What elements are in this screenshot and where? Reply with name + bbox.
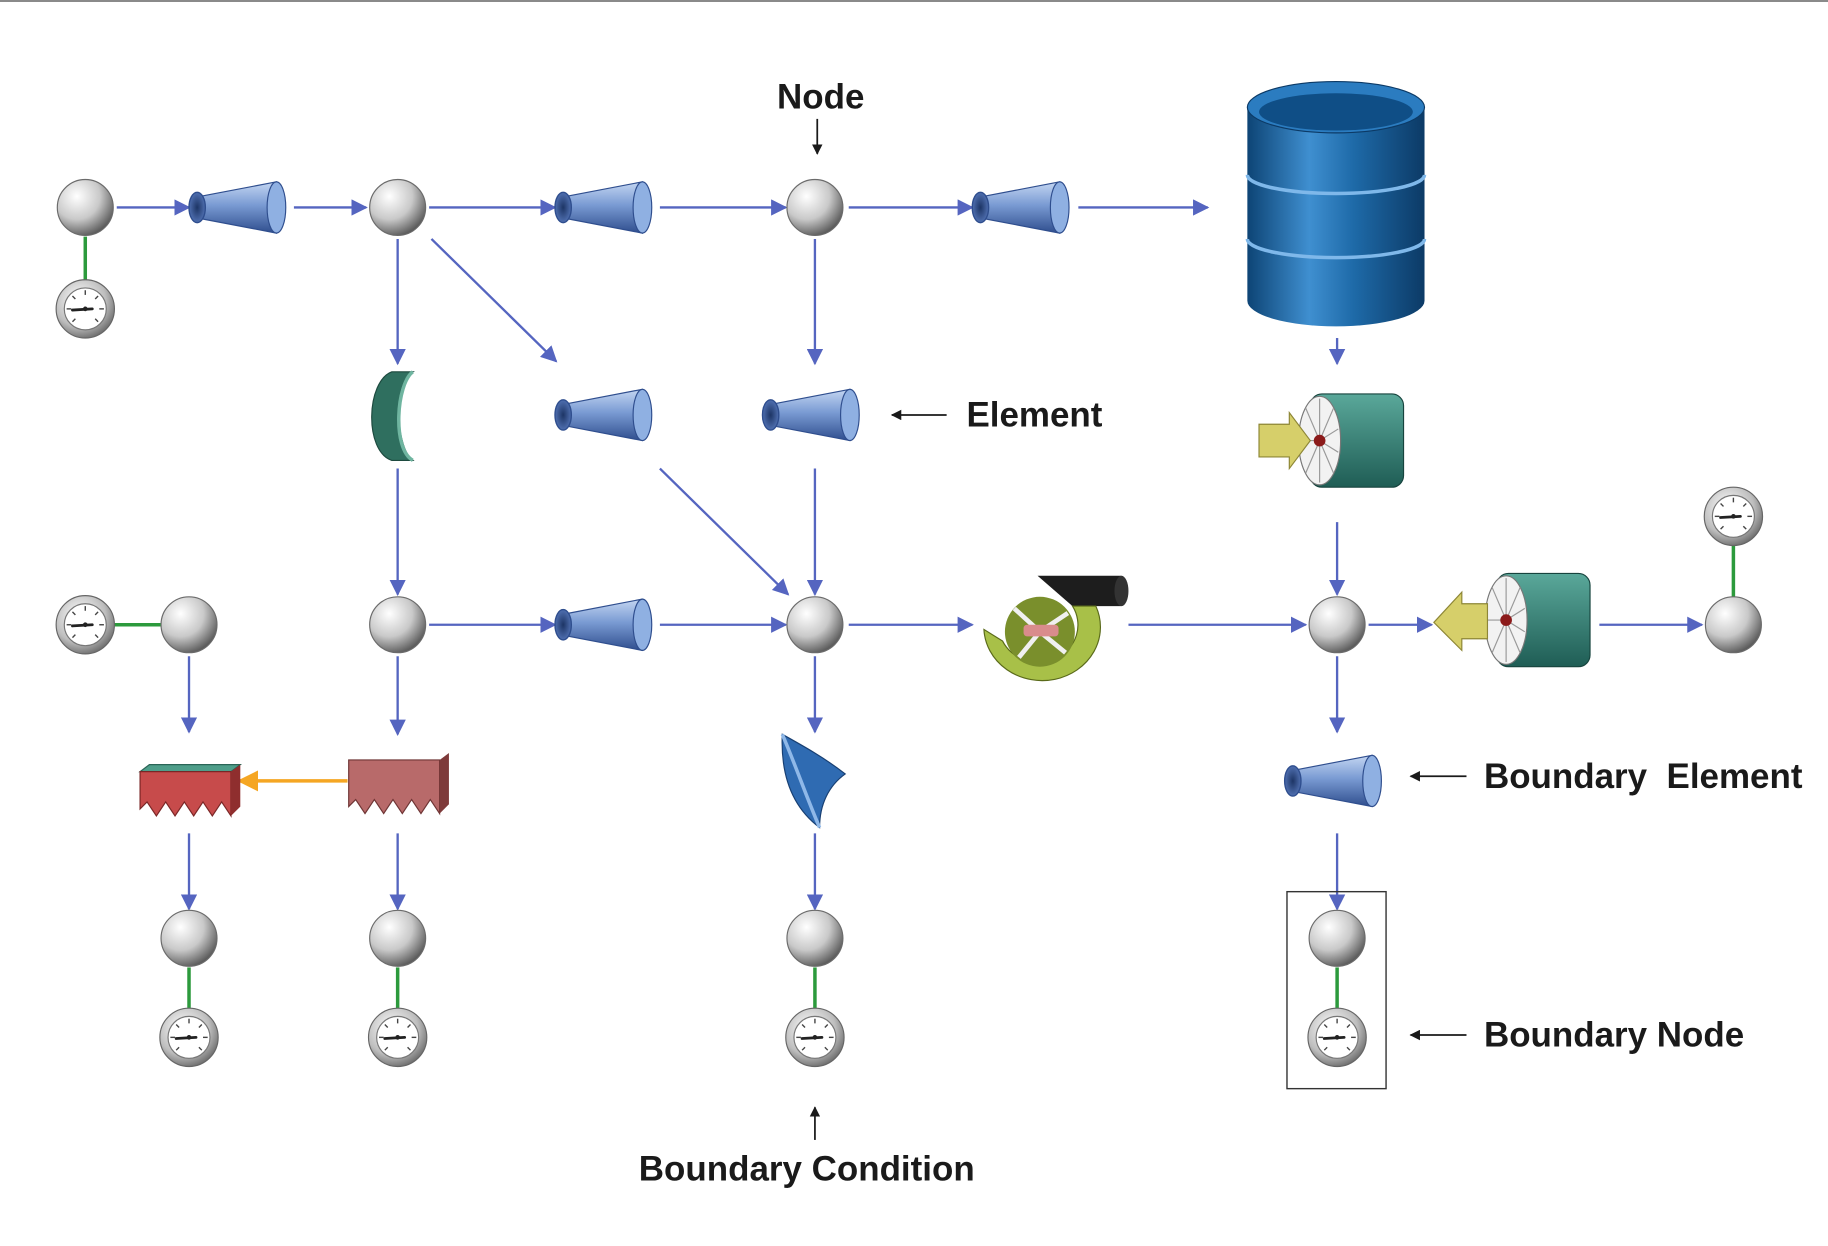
flow-arrow xyxy=(659,467,790,596)
boundary-condition-label: Boundary Condition xyxy=(639,1150,975,1189)
node xyxy=(786,178,844,237)
gauges xyxy=(54,278,1764,1068)
gauge-icon xyxy=(1702,485,1764,547)
pipe-element xyxy=(554,181,653,234)
boundary-node-highlight-box xyxy=(1286,890,1387,1090)
compressor-icon xyxy=(1258,393,1405,488)
pipe-element xyxy=(1283,754,1383,808)
flow-arrows xyxy=(116,199,1704,911)
gauge-icon xyxy=(784,1006,846,1068)
nozzle-element-icon xyxy=(780,733,847,829)
gauge-icon xyxy=(1306,1006,1368,1068)
nodes xyxy=(56,178,1762,967)
pipe-element xyxy=(761,388,860,442)
heat-exchanger-plate-icon xyxy=(138,764,243,818)
boundary-links xyxy=(83,236,1736,1009)
pump-icon xyxy=(983,575,1129,682)
flow-arrow xyxy=(430,238,558,363)
heat-exchanger-fin-icon xyxy=(348,752,449,816)
pipe-element xyxy=(554,598,653,652)
gauge-icon xyxy=(367,1006,429,1068)
node xyxy=(786,596,844,654)
boundary-node-label: Boundary Node xyxy=(1484,1016,1744,1055)
gauge-icon xyxy=(158,1006,220,1068)
pipe-element xyxy=(554,388,653,442)
node xyxy=(1308,909,1366,967)
tank-icon xyxy=(1245,81,1427,327)
pipe-element xyxy=(188,181,287,234)
turbine-icon xyxy=(1433,572,1591,668)
node xyxy=(1704,596,1762,654)
node xyxy=(160,596,218,654)
label-pointers xyxy=(809,118,1467,1140)
node xyxy=(786,909,844,967)
bend-element-icon xyxy=(371,370,416,462)
node xyxy=(1308,596,1366,654)
node-label: Node xyxy=(777,77,864,116)
node xyxy=(56,178,114,237)
gauge-icon xyxy=(54,278,116,340)
node xyxy=(369,596,427,654)
element-label: Element xyxy=(966,396,1102,435)
node xyxy=(369,178,427,237)
boundary-element-label: Boundary Element xyxy=(1484,757,1803,796)
gauge-icon xyxy=(54,594,116,656)
node xyxy=(369,909,427,967)
node xyxy=(160,909,218,967)
pipe-elements xyxy=(188,181,1383,808)
pipe-element xyxy=(971,181,1070,234)
top-border xyxy=(0,0,1828,2)
